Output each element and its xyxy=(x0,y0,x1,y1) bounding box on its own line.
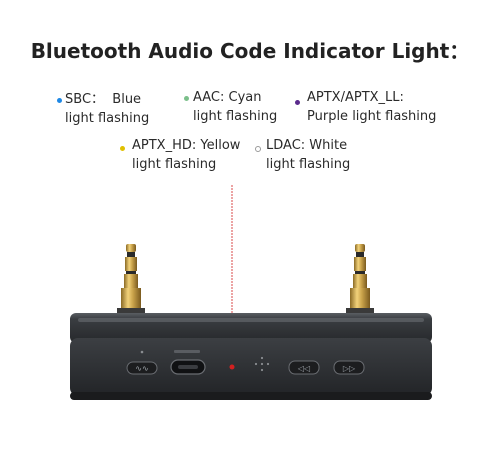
legend-ldac-line1: LDAC: White xyxy=(266,138,348,153)
button-pair: ∿∿ xyxy=(126,350,158,375)
legend-sbc-line2: light flashing xyxy=(65,111,150,126)
legend-aptx-hd-line2: light flashing xyxy=(132,157,217,172)
adapter-body xyxy=(70,313,432,400)
legend-sbc-line1: SBC： Blue xyxy=(65,92,142,107)
usb-c-port xyxy=(170,350,206,375)
left-audio-plug xyxy=(117,244,145,316)
microphone-holes xyxy=(254,356,270,372)
indicator-led xyxy=(229,364,235,370)
svg-text:▷▷: ▷▷ xyxy=(343,364,356,373)
legend-item-ldac: LDAC: White light flashing xyxy=(255,136,351,174)
legend-aac-line1: AAC: Cyan xyxy=(193,90,262,105)
blue-dot-icon xyxy=(57,98,62,103)
legend-item-aptx-hd: APTX_HD: Yellow light flashing xyxy=(120,136,241,174)
yellow-dot-icon xyxy=(120,146,125,151)
previous-button: ◁◁ xyxy=(288,360,320,375)
legend-aptx-hd-line1: APTX_HD: Yellow xyxy=(132,138,241,153)
legend-aac-line2: light flashing xyxy=(193,109,278,124)
purple-dot-icon xyxy=(295,100,300,105)
legend-aptx-line1: APTX/APTX_LL: xyxy=(307,90,404,105)
white-dot-icon xyxy=(255,146,261,152)
right-audio-plug xyxy=(346,244,374,316)
legend-item-aptx: APTX/APTX_LL: Purple light flashing xyxy=(295,88,437,126)
legend-item-aac: AAC: Cyan light flashing xyxy=(184,88,278,126)
next-button: ▷▷ xyxy=(333,360,365,375)
svg-text:∿∿: ∿∿ xyxy=(135,364,148,373)
legend-item-sbc: SBC： Blue light flashing xyxy=(57,90,150,128)
svg-text:◁◁: ◁◁ xyxy=(297,364,310,373)
page-title: Bluetooth Audio Code Indicator Light： xyxy=(30,39,470,63)
legend-aptx-line2: Purple light flashing xyxy=(307,109,437,124)
legend-ldac-line2: light flashing xyxy=(266,157,351,172)
cyan-dot-icon xyxy=(184,96,189,101)
